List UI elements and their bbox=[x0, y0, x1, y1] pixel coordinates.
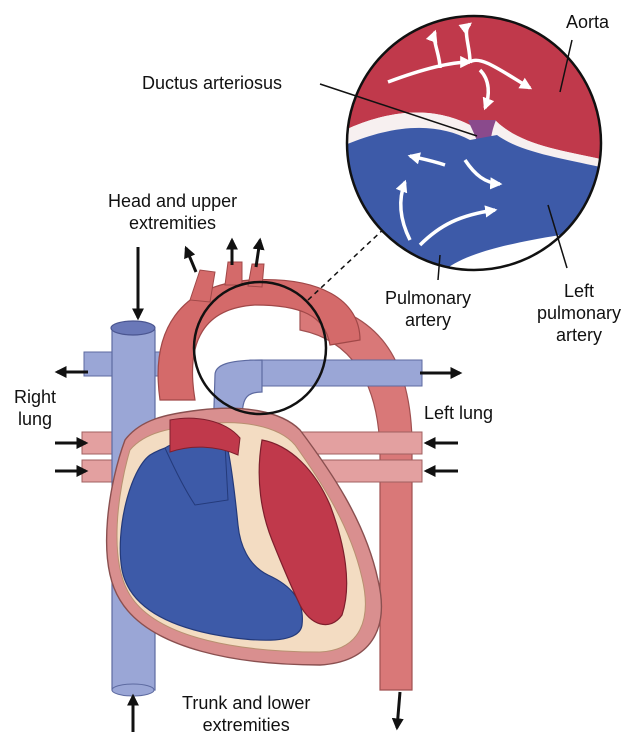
left-heart-chambers bbox=[258, 439, 348, 626]
label-trunk-lower-extremities: Trunk and lower extremities bbox=[182, 693, 311, 735]
magnified-inset-border bbox=[345, 14, 603, 272]
label-head-upper-extremities: Head and upper extremities bbox=[108, 191, 238, 233]
flow-arrows bbox=[54, 237, 463, 732]
right-heart-chambers bbox=[119, 442, 303, 641]
arrow-head-branch-3 bbox=[252, 237, 265, 268]
label-left-lung: Left lung bbox=[424, 403, 494, 423]
zoom-connector bbox=[307, 224, 389, 301]
label-ductus-arteriosus: Ductus arteriosus bbox=[142, 73, 283, 93]
label-left-pulmonary-artery: Left pulmonary artery bbox=[537, 281, 622, 345]
label-right-lung: Right lung bbox=[14, 387, 57, 429]
zoom-region-circle bbox=[192, 280, 328, 416]
descending-aorta bbox=[299, 299, 413, 691]
arch-branches bbox=[189, 261, 265, 303]
label-aorta: Aorta bbox=[566, 12, 610, 32]
label-pulmonary-artery: Pulmonary artery bbox=[385, 288, 472, 330]
leader-lines bbox=[319, 39, 573, 281]
vena-cava-opening bbox=[110, 320, 156, 336]
arrow-aorta-down bbox=[391, 691, 404, 731]
arrow-head-branch-1 bbox=[184, 245, 198, 273]
